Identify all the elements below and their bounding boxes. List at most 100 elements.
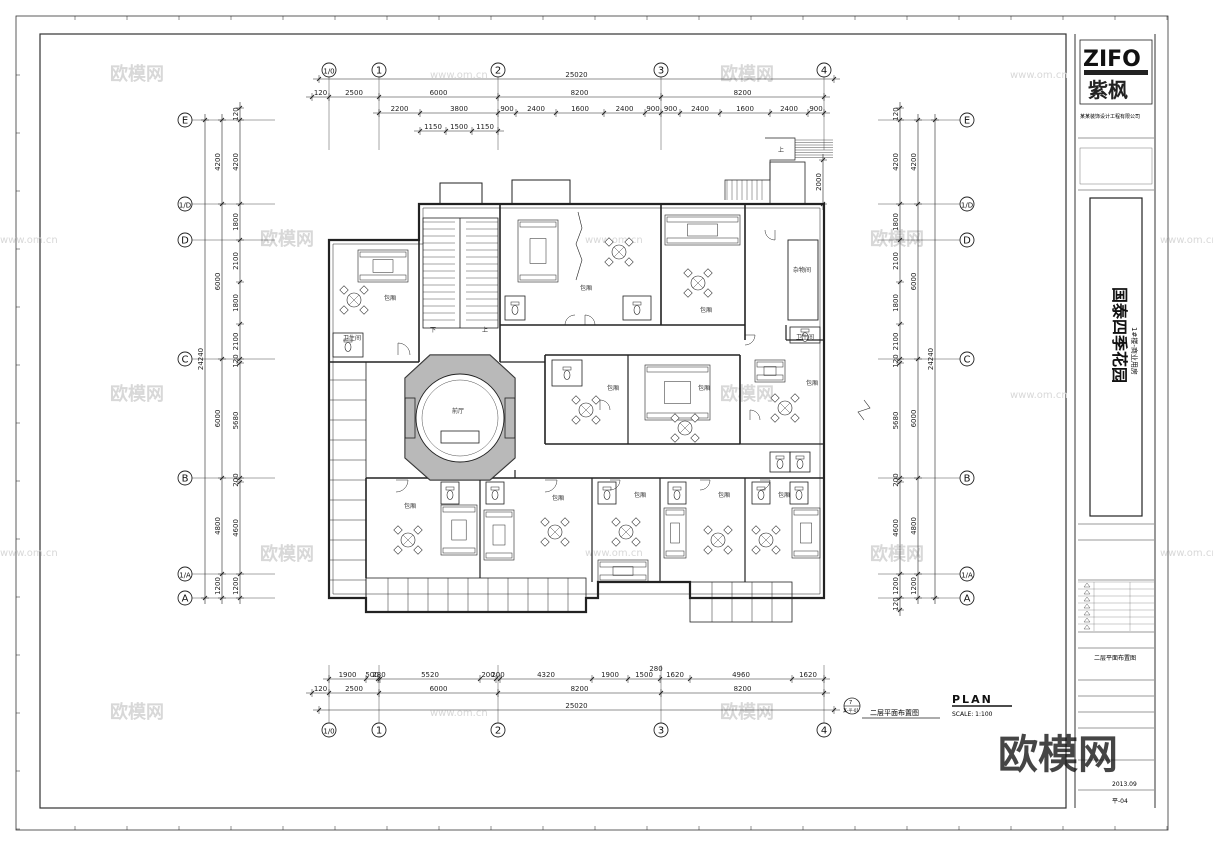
room-r1-sofa-front (756, 374, 784, 381)
lobby-seat (404, 397, 416, 439)
toilet-tank (510, 301, 520, 306)
room-label-private: 包厢 (700, 306, 712, 314)
top-row3-tick (767, 110, 773, 116)
room-tm-sofa-front (519, 274, 557, 281)
room-b3-sofa-area (597, 559, 649, 583)
room-tl-sofa-back (359, 251, 407, 258)
right-outer-text: 200 (892, 473, 900, 486)
grid-label-col: 1/0 (323, 728, 334, 736)
grid-label-row: 1/D (961, 202, 973, 210)
door-swing (749, 409, 761, 421)
room-tm-chair (604, 237, 614, 247)
door-swing (397, 342, 411, 356)
bottom-row1-text: 1900 (339, 671, 357, 679)
top-row3-text: 1600 (736, 105, 754, 113)
left-outer-tick (237, 479, 243, 485)
top-row3-text: 2400 (527, 105, 545, 113)
grid-label-col: 3 (658, 726, 664, 737)
balcony (511, 179, 571, 205)
grid-label-col: 2 (495, 726, 501, 737)
grid-label-col: 1/0 (323, 68, 334, 76)
bottom-row1-tick (589, 676, 595, 682)
grid-label-row: 1/A (961, 572, 973, 580)
watermark-cn: 欧模网 (720, 383, 774, 405)
bottom-row1-text: 4960 (732, 671, 750, 679)
toilet-icon (344, 342, 352, 352)
toilet-tank (562, 366, 572, 371)
bottom-row2-text: 6000 (430, 685, 448, 693)
watermark-cn: 欧模网 (720, 701, 774, 723)
bottom-row1-text: 5520 (421, 671, 439, 679)
door-swing (544, 479, 558, 493)
room-b4-coffee-table (670, 522, 680, 544)
room-tl-chair (339, 285, 349, 295)
top-row3-text: 3800 (450, 105, 468, 113)
right-outer-tick (897, 607, 903, 613)
room-b4-sofa-back (665, 509, 685, 516)
room-tr-table-mark (692, 277, 704, 289)
watermark-url: www.om.cn (1160, 235, 1213, 246)
top-overall-tick (316, 76, 322, 82)
toilet-tank (445, 486, 455, 491)
right-outer-text: 120 (892, 107, 900, 120)
right-outer-tick (897, 321, 903, 327)
room-tm-coffee-table (529, 238, 547, 264)
room-label-private: 包厢 (698, 384, 710, 392)
toilet-icon (795, 490, 803, 500)
toilet-icon (603, 490, 611, 500)
room-b1-sofa-back (442, 506, 476, 513)
top-row3-text: 2200 (391, 105, 409, 113)
room-c2-chair (690, 413, 700, 423)
room-tr-chair (683, 288, 693, 298)
room-c1-chair (571, 395, 581, 405)
top-row2-text: 8200 (571, 89, 589, 97)
door-swing (764, 229, 776, 241)
grid-label-col: 4 (821, 726, 827, 737)
left-outer-text: 4200 (232, 153, 240, 171)
room-label-hall: 前厅 (452, 407, 464, 415)
bottom-overall-tick (316, 707, 322, 713)
lobby-hatch (405, 355, 515, 480)
right-outer-text: 1200 (892, 577, 900, 595)
toilet-tank (795, 455, 805, 460)
restroom-box (789, 326, 821, 344)
right-outer-text: 4600 (892, 519, 900, 537)
right-outer-text: 4200 (892, 153, 900, 171)
grid-label-row: C (182, 355, 189, 366)
revision-table (1078, 581, 1154, 631)
toilet-tank (672, 486, 682, 491)
toilet-icon (673, 490, 681, 500)
stair-up-label: 上 (778, 146, 784, 154)
bottom-row1-text: 4320 (537, 671, 555, 679)
room-label-private: 包厢 (580, 284, 592, 292)
bottom-row1-tick (477, 676, 483, 682)
toilet-tank (775, 455, 785, 460)
top-row3-tick (513, 110, 519, 116)
partition-screen (575, 211, 583, 281)
right-outer-text: 1800 (892, 294, 900, 312)
room-tm-chair (624, 257, 634, 267)
storage-room (787, 239, 819, 321)
room-b3-chair (631, 517, 641, 527)
left-outer-text: 5680 (232, 412, 240, 430)
top-row3-tick (601, 110, 607, 116)
room-b5-chair (771, 525, 781, 535)
room-label-restroom: 卫生间 (343, 334, 361, 342)
left-outer-text: 2100 (232, 333, 240, 351)
watermark-cn: 欧模网 (870, 228, 924, 250)
lobby-inner-circle (421, 379, 499, 457)
grid-label-row: 1/A (179, 572, 191, 580)
room-c2-chair (690, 433, 700, 443)
top-row4-tick (469, 128, 475, 134)
room-b5-chair (751, 545, 761, 555)
restroom-box (332, 332, 364, 358)
room-tl-chair (359, 285, 369, 295)
sheet-number: 平-04 (1112, 798, 1128, 805)
room-label-restroom: 卫生间 (796, 333, 814, 341)
left-outer-text: 120 (232, 107, 240, 120)
bottom-row1-text: 500 (365, 671, 378, 679)
room-b4-sofa-front (665, 550, 685, 557)
room-label-private: 包厢 (778, 491, 790, 499)
left-outer-text: 1800 (232, 213, 240, 231)
